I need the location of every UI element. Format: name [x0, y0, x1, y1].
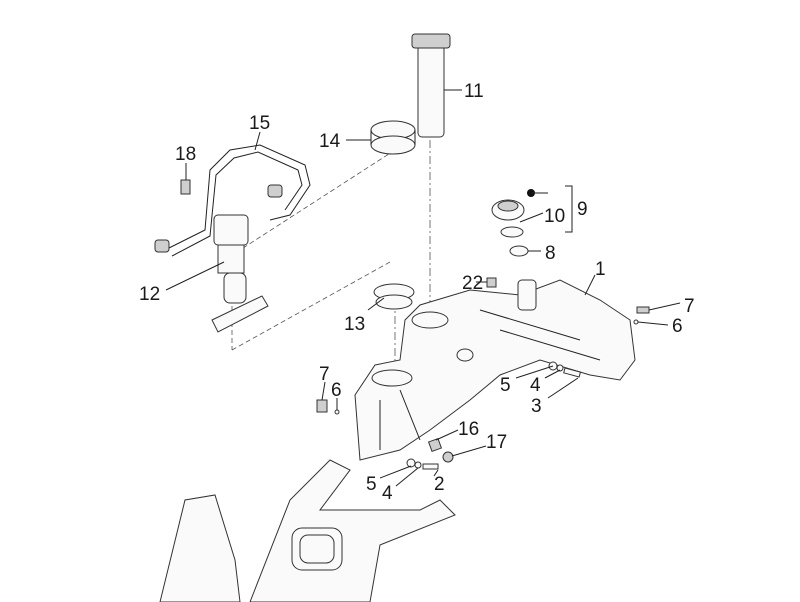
scooter-frame [159, 459, 456, 602]
callout-13: 13 [344, 314, 365, 335]
cap-gasket [500, 226, 524, 238]
callout-4-left: 4 [382, 483, 393, 504]
callout-16: 16 [458, 419, 479, 440]
callout-7-left: 7 [319, 364, 330, 385]
small-hardware [316, 306, 650, 470]
callout-6-right: 6 [672, 316, 683, 337]
callout-9: 9 [577, 199, 588, 220]
callout-18: 18 [175, 144, 196, 165]
seal-ring [373, 283, 415, 310]
ring-nut [370, 120, 416, 155]
callout-1: 1 [595, 259, 606, 280]
fuel-cap [491, 189, 535, 221]
callout-17: 17 [486, 432, 507, 453]
callout-8: 8 [545, 243, 556, 264]
callout-15: 15 [249, 113, 270, 134]
callout-2: 2 [434, 474, 445, 495]
callout-7-right: 7 [684, 296, 695, 317]
callout-11: 11 [464, 81, 484, 102]
fitting-22 [486, 277, 497, 288]
fuel-hose [154, 144, 311, 257]
callout-14: 14 [319, 131, 341, 152]
callout-10: 10 [544, 206, 565, 227]
callout-6-left: 6 [331, 380, 342, 401]
callout-22: 22 [462, 273, 483, 294]
callout-5-left: 5 [366, 474, 377, 495]
fuel-tank [354, 279, 636, 461]
clip-18 [180, 179, 191, 195]
assembly-guide-lines [231, 140, 431, 370]
fuel-pump [211, 214, 269, 333]
leader-lines [165, 89, 681, 487]
callout-4-right: 4 [530, 375, 541, 396]
fuel-level-sender [411, 33, 451, 138]
callout-5-right: 5 [500, 375, 511, 396]
callout-labels: 11 14 15 18 9 10 8 1 22 7 6 12 13 7 6 5 … [139, 81, 695, 504]
callout-12: 12 [139, 284, 160, 305]
callout-3: 3 [531, 396, 542, 417]
filler-seal [509, 245, 529, 257]
